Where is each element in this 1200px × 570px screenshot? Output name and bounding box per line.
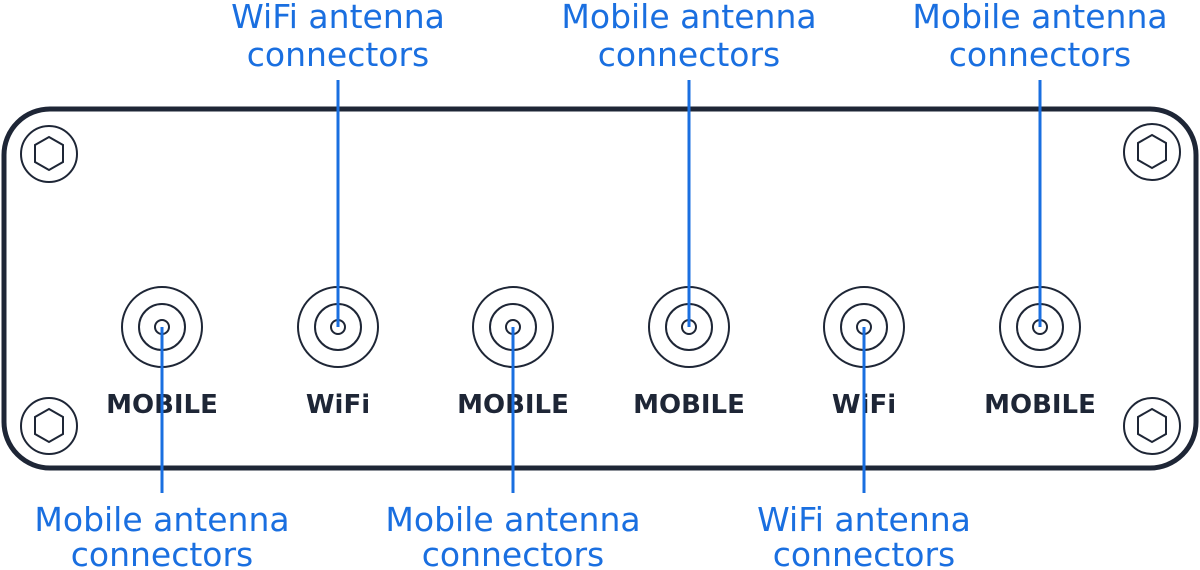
screw-bottom-right bbox=[1123, 397, 1181, 455]
callout-label: connectors bbox=[71, 535, 254, 570]
device-panel bbox=[1, 106, 1199, 471]
screw-top-left bbox=[20, 125, 78, 183]
callout-label: Mobile antenna bbox=[34, 500, 289, 539]
port-label: WiFi bbox=[306, 390, 370, 420]
callout-label: Mobile antenna bbox=[385, 500, 640, 539]
callout-label: WiFi antenna bbox=[231, 0, 445, 36]
callout-label: connectors bbox=[773, 535, 956, 570]
callout-label: connectors bbox=[422, 535, 605, 570]
callout-label: connectors bbox=[598, 35, 781, 74]
callout-label: WiFi antenna bbox=[757, 500, 971, 539]
screw-top-right bbox=[1123, 123, 1181, 181]
screw-bottom-left bbox=[20, 397, 78, 455]
callout-label: connectors bbox=[949, 35, 1132, 74]
callout-label: connectors bbox=[247, 35, 430, 74]
callout-label: Mobile antenna bbox=[561, 0, 816, 36]
port-label: MOBILE bbox=[633, 390, 745, 420]
callout-label: Mobile antenna bbox=[912, 0, 1167, 36]
port-label: MOBILE bbox=[984, 390, 1096, 420]
